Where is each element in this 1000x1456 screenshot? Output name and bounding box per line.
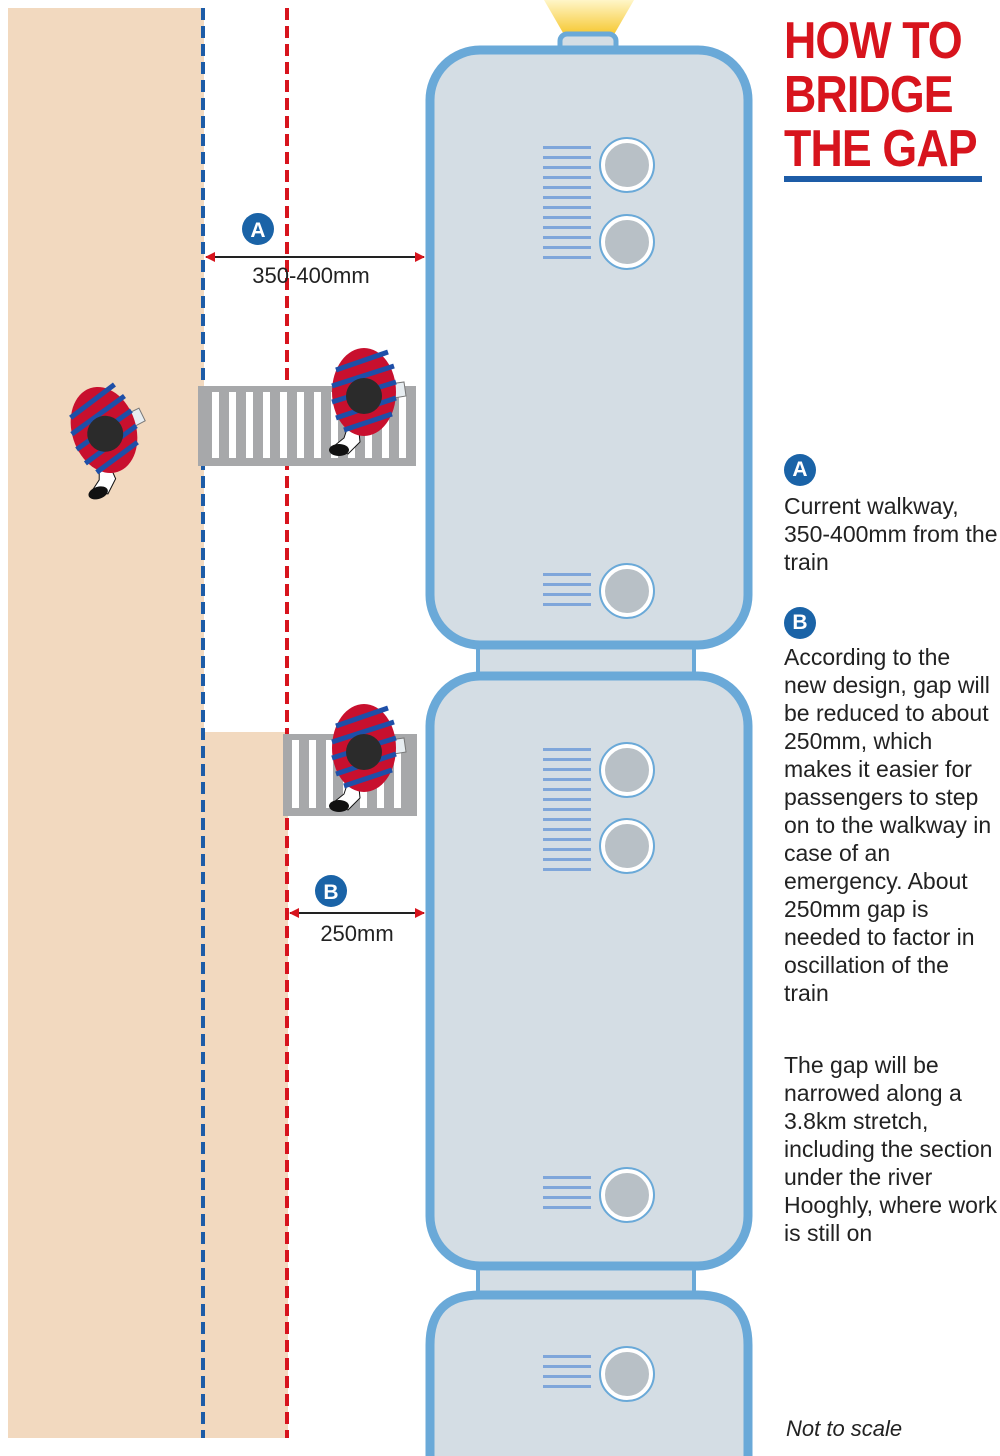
- vent-slat: [543, 1206, 591, 1209]
- vent-slat: [543, 838, 591, 841]
- roof-unit: [601, 216, 653, 268]
- vent-slat: [543, 828, 591, 831]
- roof-unit: [601, 744, 653, 796]
- roof-unit-ring: [599, 1167, 655, 1223]
- legend-b-badge: B: [784, 607, 816, 639]
- vent-slat: [543, 583, 591, 586]
- roof-vents: [543, 137, 655, 1402]
- walkway-slat: [292, 740, 299, 808]
- vent-slat: [543, 758, 591, 761]
- vent-slat: [543, 1385, 591, 1388]
- roof-unit-ring: [599, 1346, 655, 1402]
- vent-slat: [543, 246, 591, 249]
- marker-a-letter: A: [250, 219, 265, 242]
- legend-a-text: Current walkway, 350-400mm from the trai…: [784, 493, 998, 575]
- walkway-slat: [399, 392, 406, 458]
- walkway-slat: [297, 392, 304, 458]
- roof-unit-ring: [599, 742, 655, 798]
- title-line-2: BRIDGE: [784, 66, 954, 124]
- title-underline: [784, 176, 982, 182]
- walkway-slat: [246, 392, 253, 458]
- marker-b-badge: [315, 875, 347, 907]
- vent-slat: [543, 216, 591, 219]
- walkway-slat: [280, 392, 287, 458]
- roof-unit-ring: [599, 563, 655, 619]
- dimension-b-label: 250mm: [320, 921, 393, 946]
- vent-slat: [543, 206, 591, 209]
- vent-slat: [543, 858, 591, 861]
- vent-slat: [543, 593, 591, 596]
- walkway-slat: [331, 392, 338, 458]
- vent-slat: [543, 256, 591, 259]
- vent-slat: [543, 156, 591, 159]
- roof-unit: [601, 820, 653, 872]
- roof-unit: [601, 565, 653, 617]
- roof-unit: [601, 139, 653, 191]
- walkway-slat: [212, 392, 219, 458]
- vent-slat: [543, 196, 591, 199]
- walkway-slat: [326, 740, 333, 808]
- vent-slat: [543, 1375, 591, 1378]
- legend-a-badge: A: [784, 454, 816, 486]
- marker-b-letter: B: [323, 881, 338, 904]
- roof-unit-ring: [599, 137, 655, 193]
- vent-slat: [543, 226, 591, 229]
- roof-unit-ring: [599, 818, 655, 874]
- vent-slat: [543, 1196, 591, 1199]
- vent-slat: [543, 798, 591, 801]
- walkway-slat: [394, 740, 401, 808]
- walkway-slat: [309, 740, 316, 808]
- vent-slat: [543, 748, 591, 751]
- platform-extension: [204, 732, 288, 1438]
- vent-slat: [543, 146, 591, 149]
- vent-slat: [543, 778, 591, 781]
- vent-slat: [543, 768, 591, 771]
- vent-slat: [543, 186, 591, 189]
- platform: [8, 8, 204, 1438]
- legend-b-text: According to the new design, gap will be…: [784, 644, 992, 1006]
- vent-slat: [543, 788, 591, 791]
- train-car-1: [425, 45, 753, 650]
- dimension-a-label: 350-400mm: [252, 263, 369, 288]
- vent-slat: [543, 1355, 591, 1358]
- walkway-slat: [263, 392, 270, 458]
- roof-unit: [601, 1348, 653, 1400]
- vent-slat: [543, 603, 591, 606]
- headlight-beam: [544, 0, 634, 38]
- title-line-3: THE GAP: [784, 120, 978, 178]
- vent-slat: [543, 1176, 591, 1179]
- walkway-slat: [314, 392, 321, 458]
- vent-slat: [543, 1186, 591, 1189]
- vent-slat: [543, 176, 591, 179]
- legend-extra-text: The gap will be narrowed along a 3.8km s…: [784, 1052, 998, 1246]
- roof-unit: [601, 1169, 653, 1221]
- vent-slat: [543, 868, 591, 871]
- roof-unit-ring: [599, 214, 655, 270]
- footnote: Not to scale: [786, 1416, 903, 1441]
- walkway-slat: [382, 392, 389, 458]
- walkway-slat: [229, 392, 236, 458]
- vent-slat: [543, 848, 591, 851]
- vent-slat: [543, 236, 591, 239]
- vent-slat: [543, 166, 591, 169]
- vent-slat: [543, 573, 591, 576]
- train-car-2: [425, 671, 753, 1271]
- vent-slat: [543, 818, 591, 821]
- marker-a-badge: [242, 213, 274, 245]
- vent-slat: [543, 1365, 591, 1368]
- vent-slat: [543, 808, 591, 811]
- page-title: HOW TO BRIDGE THE GAP: [784, 12, 978, 178]
- title-line-1: HOW TO: [784, 12, 963, 70]
